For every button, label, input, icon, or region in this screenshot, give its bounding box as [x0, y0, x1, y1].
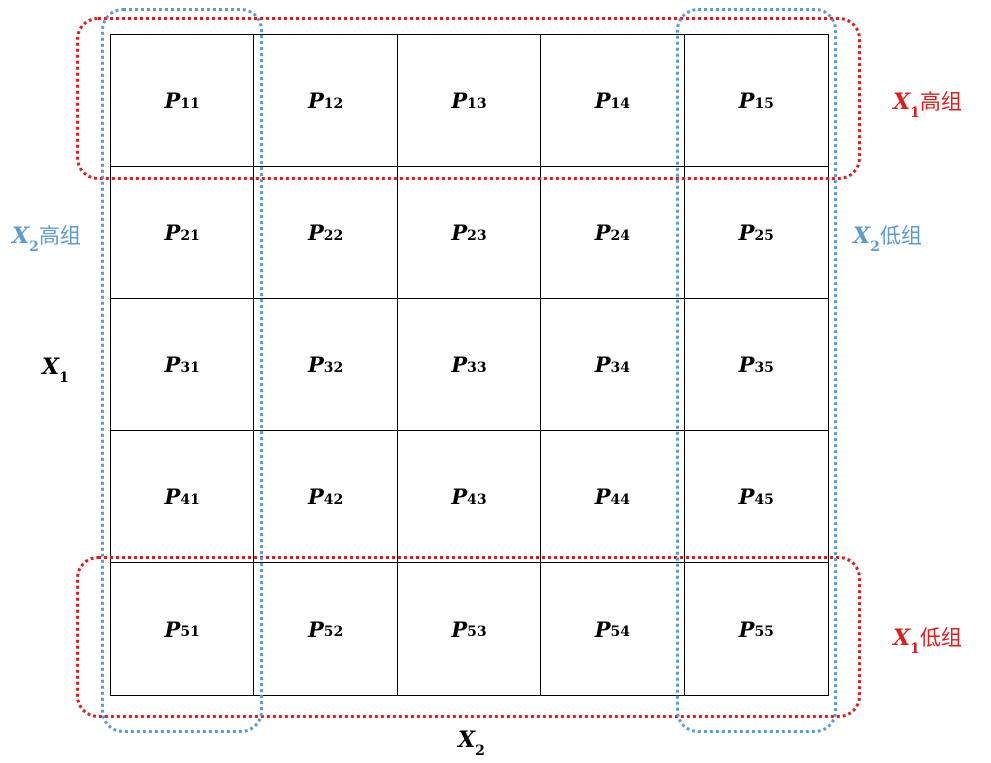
- cell-symbol: P: [451, 352, 468, 377]
- cell-symbol: P: [307, 484, 324, 509]
- cell-index: 43: [467, 491, 487, 508]
- x1-axis-label: X1: [42, 354, 69, 387]
- cell-symbol: P: [451, 220, 468, 245]
- x1-low-group-label: X1低组: [893, 625, 962, 658]
- cell-symbol: P: [738, 484, 755, 509]
- cell-symbol: P: [594, 484, 611, 509]
- cell-symbol: P: [594, 88, 611, 113]
- x2-low-group-label: X2低组: [853, 223, 922, 256]
- cell-index: 55: [754, 624, 774, 640]
- cell-index: 22: [323, 227, 344, 244]
- cell-symbol: P: [594, 616, 611, 642]
- cell-index: 15: [754, 95, 774, 112]
- cell-index: 14: [610, 95, 631, 112]
- cell-symbol: P: [164, 616, 181, 642]
- cell-index: 23: [467, 227, 487, 244]
- cell-symbol: P: [164, 220, 181, 245]
- cell-symbol: P: [738, 88, 755, 113]
- cell-symbol: P: [451, 616, 468, 642]
- cell-index: 45: [754, 491, 774, 508]
- cell-index: 54: [610, 624, 631, 640]
- x2-high-group-label: X2高组: [12, 223, 81, 256]
- cell-index: 35: [754, 359, 774, 376]
- x2-axis-label: X2: [458, 727, 485, 760]
- cell-index: 41: [180, 491, 200, 508]
- cell-symbol: P: [451, 484, 468, 509]
- cell-index: 51: [180, 624, 200, 640]
- cell-symbol: P: [307, 616, 324, 642]
- cell-symbol: P: [307, 88, 324, 113]
- cell-index: 12: [323, 95, 344, 112]
- cell-index: 31: [180, 359, 200, 376]
- x1-high-group-outline: [76, 17, 861, 180]
- cell-index: 32: [323, 359, 344, 376]
- cell-index: 34: [610, 359, 631, 376]
- cell-symbol: P: [738, 352, 755, 377]
- cell-symbol: P: [451, 88, 468, 113]
- cell-symbol: P: [738, 220, 755, 245]
- x1-high-group-label: X1高组: [893, 89, 962, 122]
- cell-index: 42: [323, 491, 344, 508]
- cell-index: 11: [180, 95, 200, 112]
- cell-index: 21: [180, 227, 200, 244]
- x1-low-group-outline: [76, 556, 861, 718]
- cell-index: 24: [610, 227, 631, 244]
- cell-index: 33: [467, 359, 487, 376]
- cell-index: 25: [754, 227, 774, 244]
- cell-index: 53: [467, 624, 487, 640]
- x2-high-group-outline: [101, 8, 263, 733]
- cell-symbol: P: [594, 352, 611, 377]
- cell-symbol: P: [738, 616, 755, 642]
- x2-low-group-outline: [676, 8, 837, 733]
- cell-symbol: P: [164, 88, 181, 113]
- cell-index: 44: [610, 491, 631, 508]
- cell-symbol: P: [594, 220, 611, 245]
- cell-symbol: P: [164, 484, 181, 509]
- cell-symbol: P: [307, 352, 324, 377]
- cell-index: 52: [323, 624, 344, 640]
- cell-symbol: P: [164, 352, 181, 377]
- cell-index: 13: [467, 95, 487, 112]
- cell-symbol: P: [307, 220, 324, 245]
